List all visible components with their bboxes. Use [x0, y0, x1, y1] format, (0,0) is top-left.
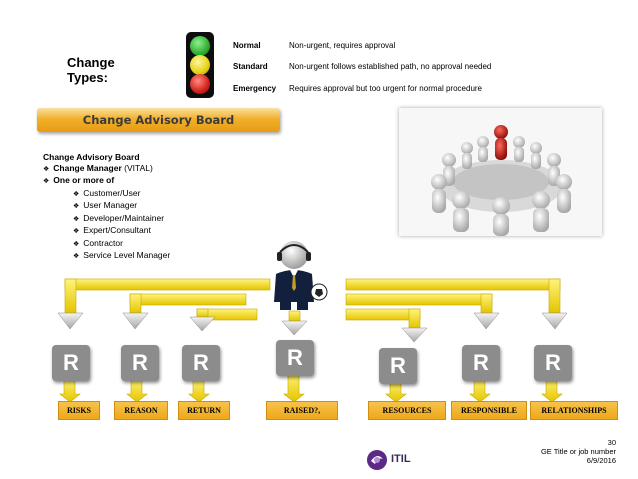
r-badge: R	[379, 348, 417, 384]
r-label-raised: RAISED?,	[266, 401, 338, 420]
r-label-return: RETURN	[178, 401, 230, 420]
r-label-relationships: RELATIONSHIPS	[530, 401, 618, 420]
presenter-figure-icon	[266, 240, 330, 312]
itil-swirl-icon	[366, 449, 388, 471]
r-label-resources: RESOURCES	[368, 401, 446, 420]
r-badge: R	[121, 345, 159, 381]
r-label-reason: REASON	[114, 401, 168, 420]
footer-title: GE Title or job number	[541, 447, 616, 456]
itil-logo: ITIL	[366, 448, 426, 472]
r-badge: R	[534, 345, 572, 381]
page-number: 30	[541, 438, 616, 447]
r-badge: R	[462, 345, 500, 381]
r-badge: R	[276, 340, 314, 376]
r-label-responsible: RESPONSIBLE	[451, 401, 527, 420]
slide-footer: 30 GE Title or job number 6/9/2016	[541, 438, 616, 465]
footer-date: 6/9/2016	[541, 456, 616, 465]
r-badge: R	[52, 345, 90, 381]
r-label-risks: RISKS	[58, 401, 100, 420]
r-badge: R	[182, 345, 220, 381]
